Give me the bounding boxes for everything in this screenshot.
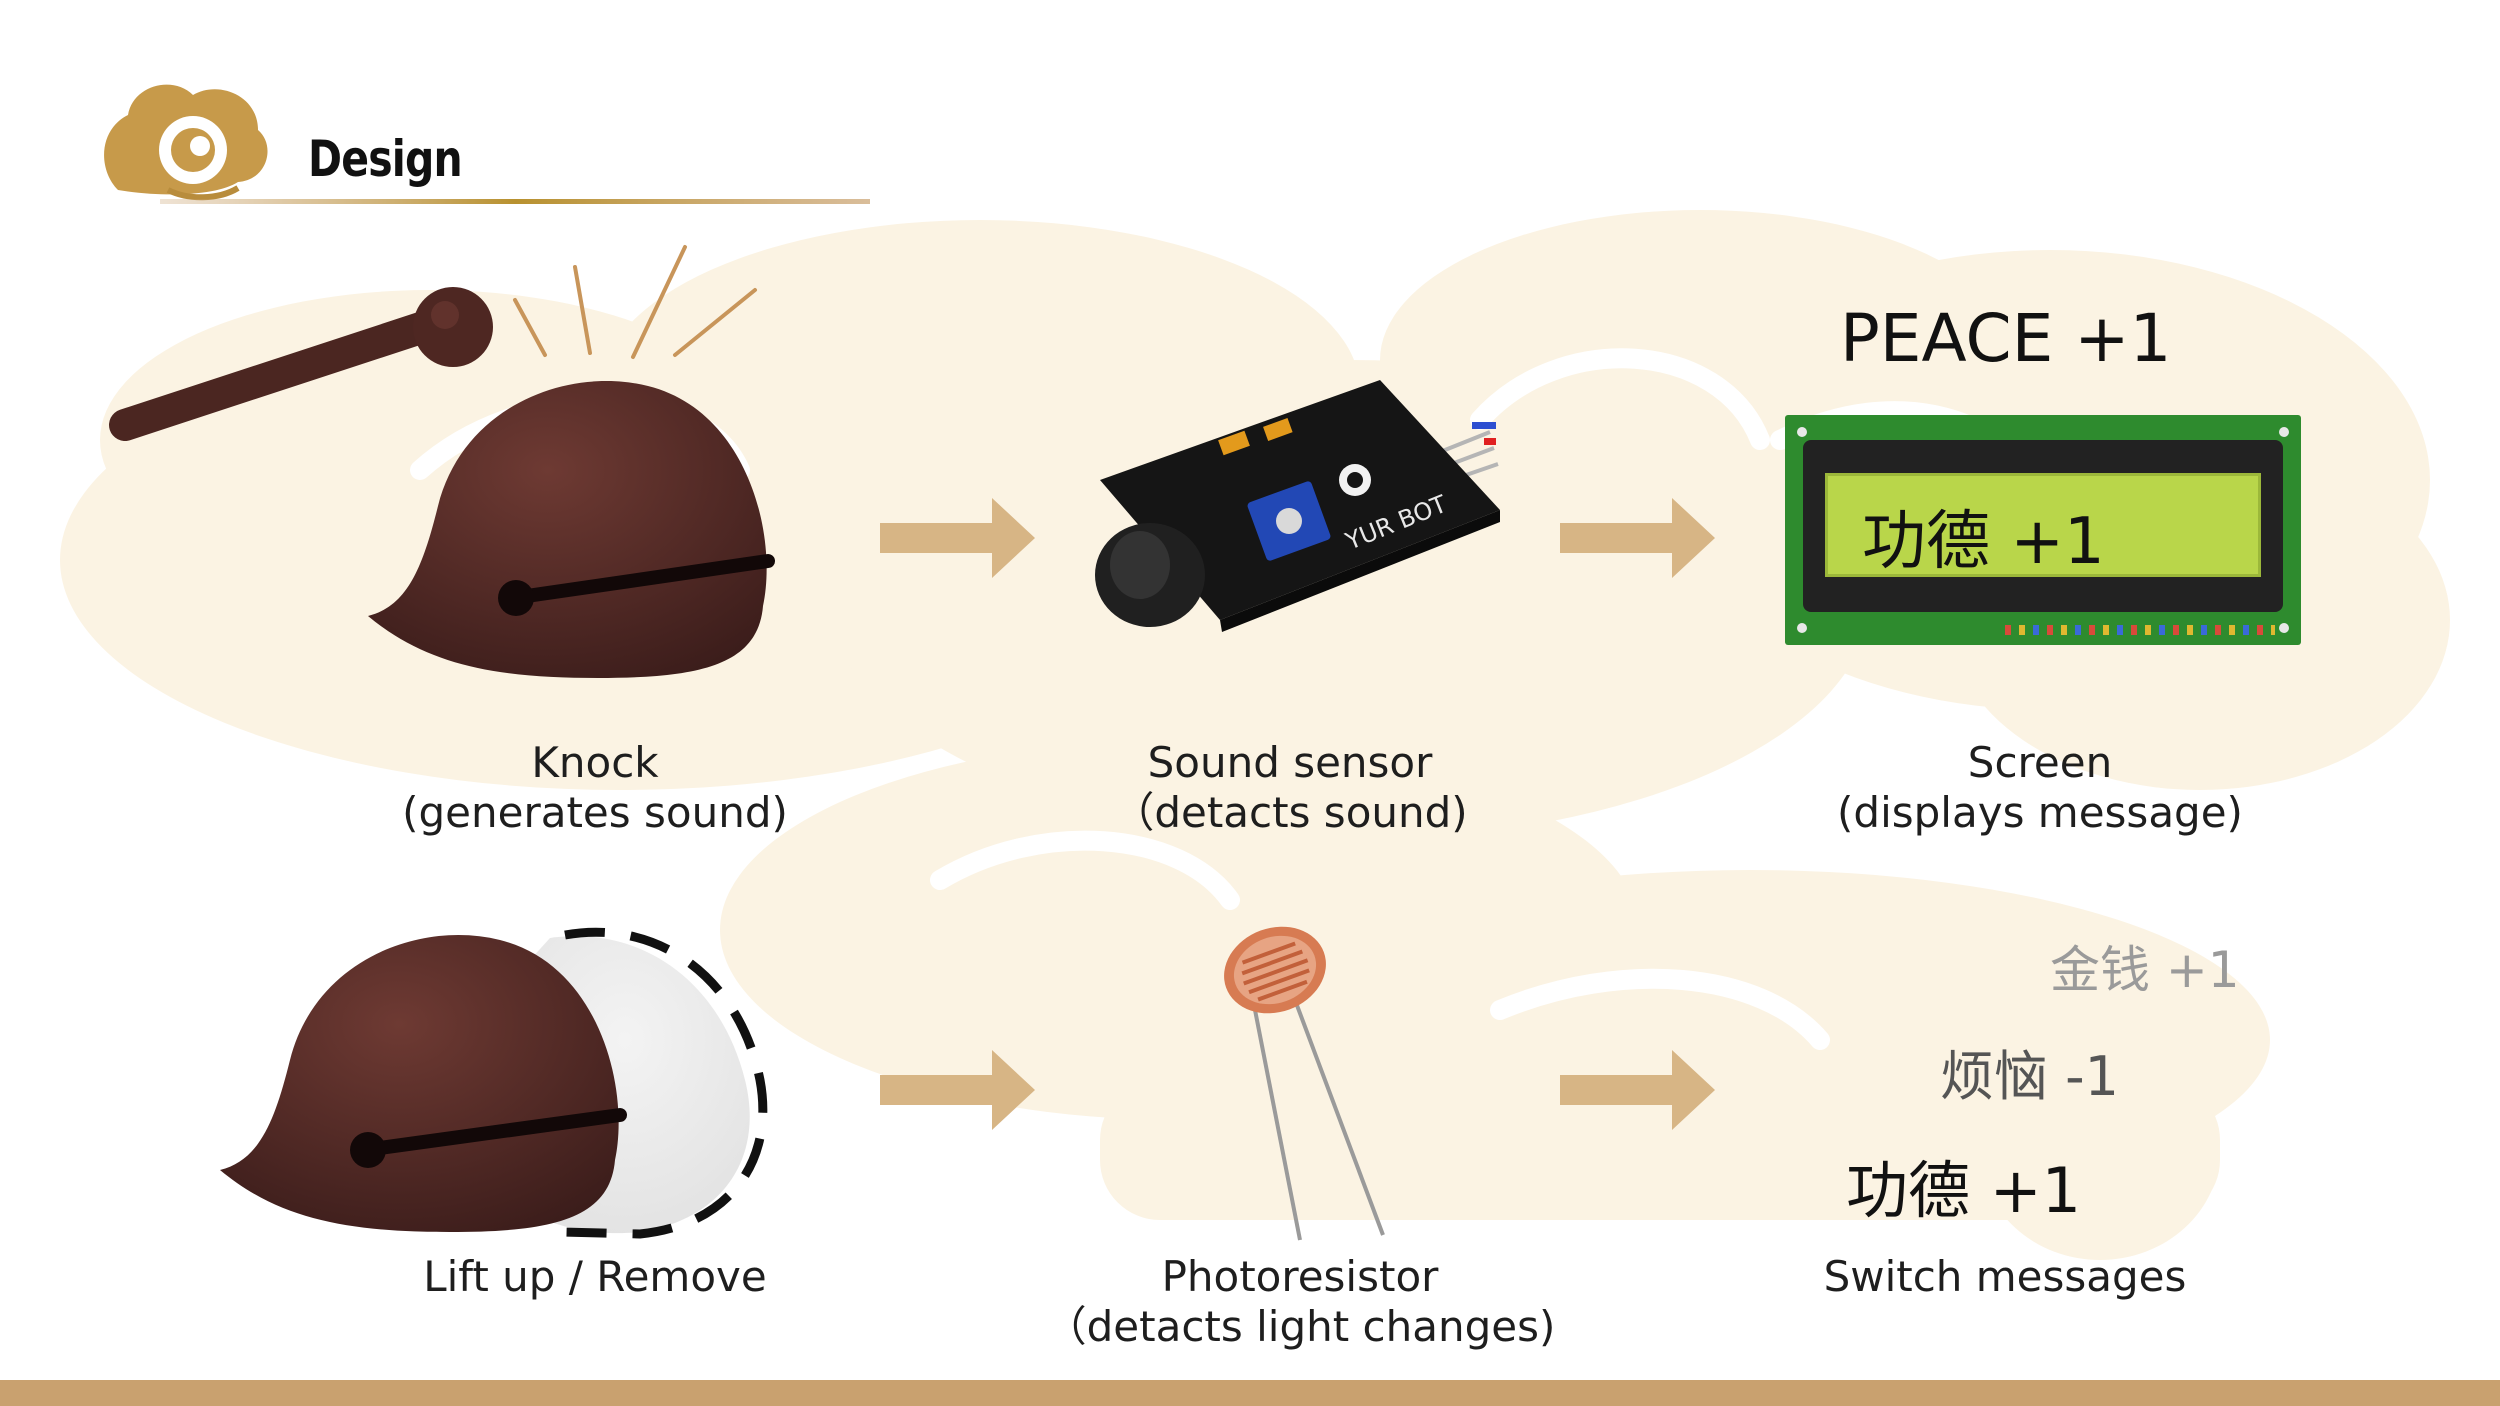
screen-sublabel: (displays message) [1837, 788, 2243, 837]
knock-label: Knock [531, 738, 659, 787]
photo-caption: Photoresistor （detacts light changes) [1040, 1252, 1560, 1352]
message-merit: 功德 +1 [1846, 1154, 2082, 1227]
message-worry: 烦恼 -1 [1940, 1045, 2120, 1108]
arrow-right-icon [1560, 498, 1715, 578]
lcd-display: 功德 +1 [1825, 473, 2261, 579]
sensor-caption: Sound sensor （detacts sound) [1040, 738, 1540, 838]
footer-bar [0, 1380, 2500, 1406]
mallet-icon [109, 245, 757, 441]
arrow-right-icon [880, 498, 1035, 578]
sensor-label: Sound sensor [1147, 738, 1433, 787]
wooden-fish-icon [368, 381, 775, 678]
photo-label: Photoresistor [1161, 1252, 1439, 1301]
sound-sensor-icon: YUR BOT [1095, 380, 1500, 632]
knock-sublabel: (generates sound) [402, 788, 788, 837]
lcd-pins [2005, 625, 2275, 635]
screen-caption: Screen (displays message) [1790, 738, 2290, 838]
wooden-fish-icon [220, 927, 768, 1239]
message-money: 金钱 +1 [2050, 941, 2240, 999]
knock-caption: Knock (generates sound) [360, 738, 830, 838]
arrow-right-icon [1560, 1050, 1715, 1130]
peace-message: PEACE +1 [1840, 300, 2172, 377]
photo-sublabel: （detacts light changes) [1044, 1302, 1556, 1351]
photoresistor-icon [1224, 926, 1385, 1241]
lift-caption: Lift up / Remove [423, 1252, 767, 1301]
cloud-logo-icon [104, 84, 268, 201]
sensor-sublabel: （detacts sound) [1112, 788, 1468, 837]
lcd-text: 功德 +1 [1862, 505, 2105, 579]
title-underline [160, 199, 870, 204]
messages-caption: Switch messages [1823, 1252, 2187, 1301]
screen-label: Screen [1967, 738, 2113, 787]
arrow-right-icon [880, 1050, 1035, 1130]
lcd-screen-icon: 功德 +1 [1785, 415, 2301, 645]
page-title: Design [308, 130, 463, 188]
